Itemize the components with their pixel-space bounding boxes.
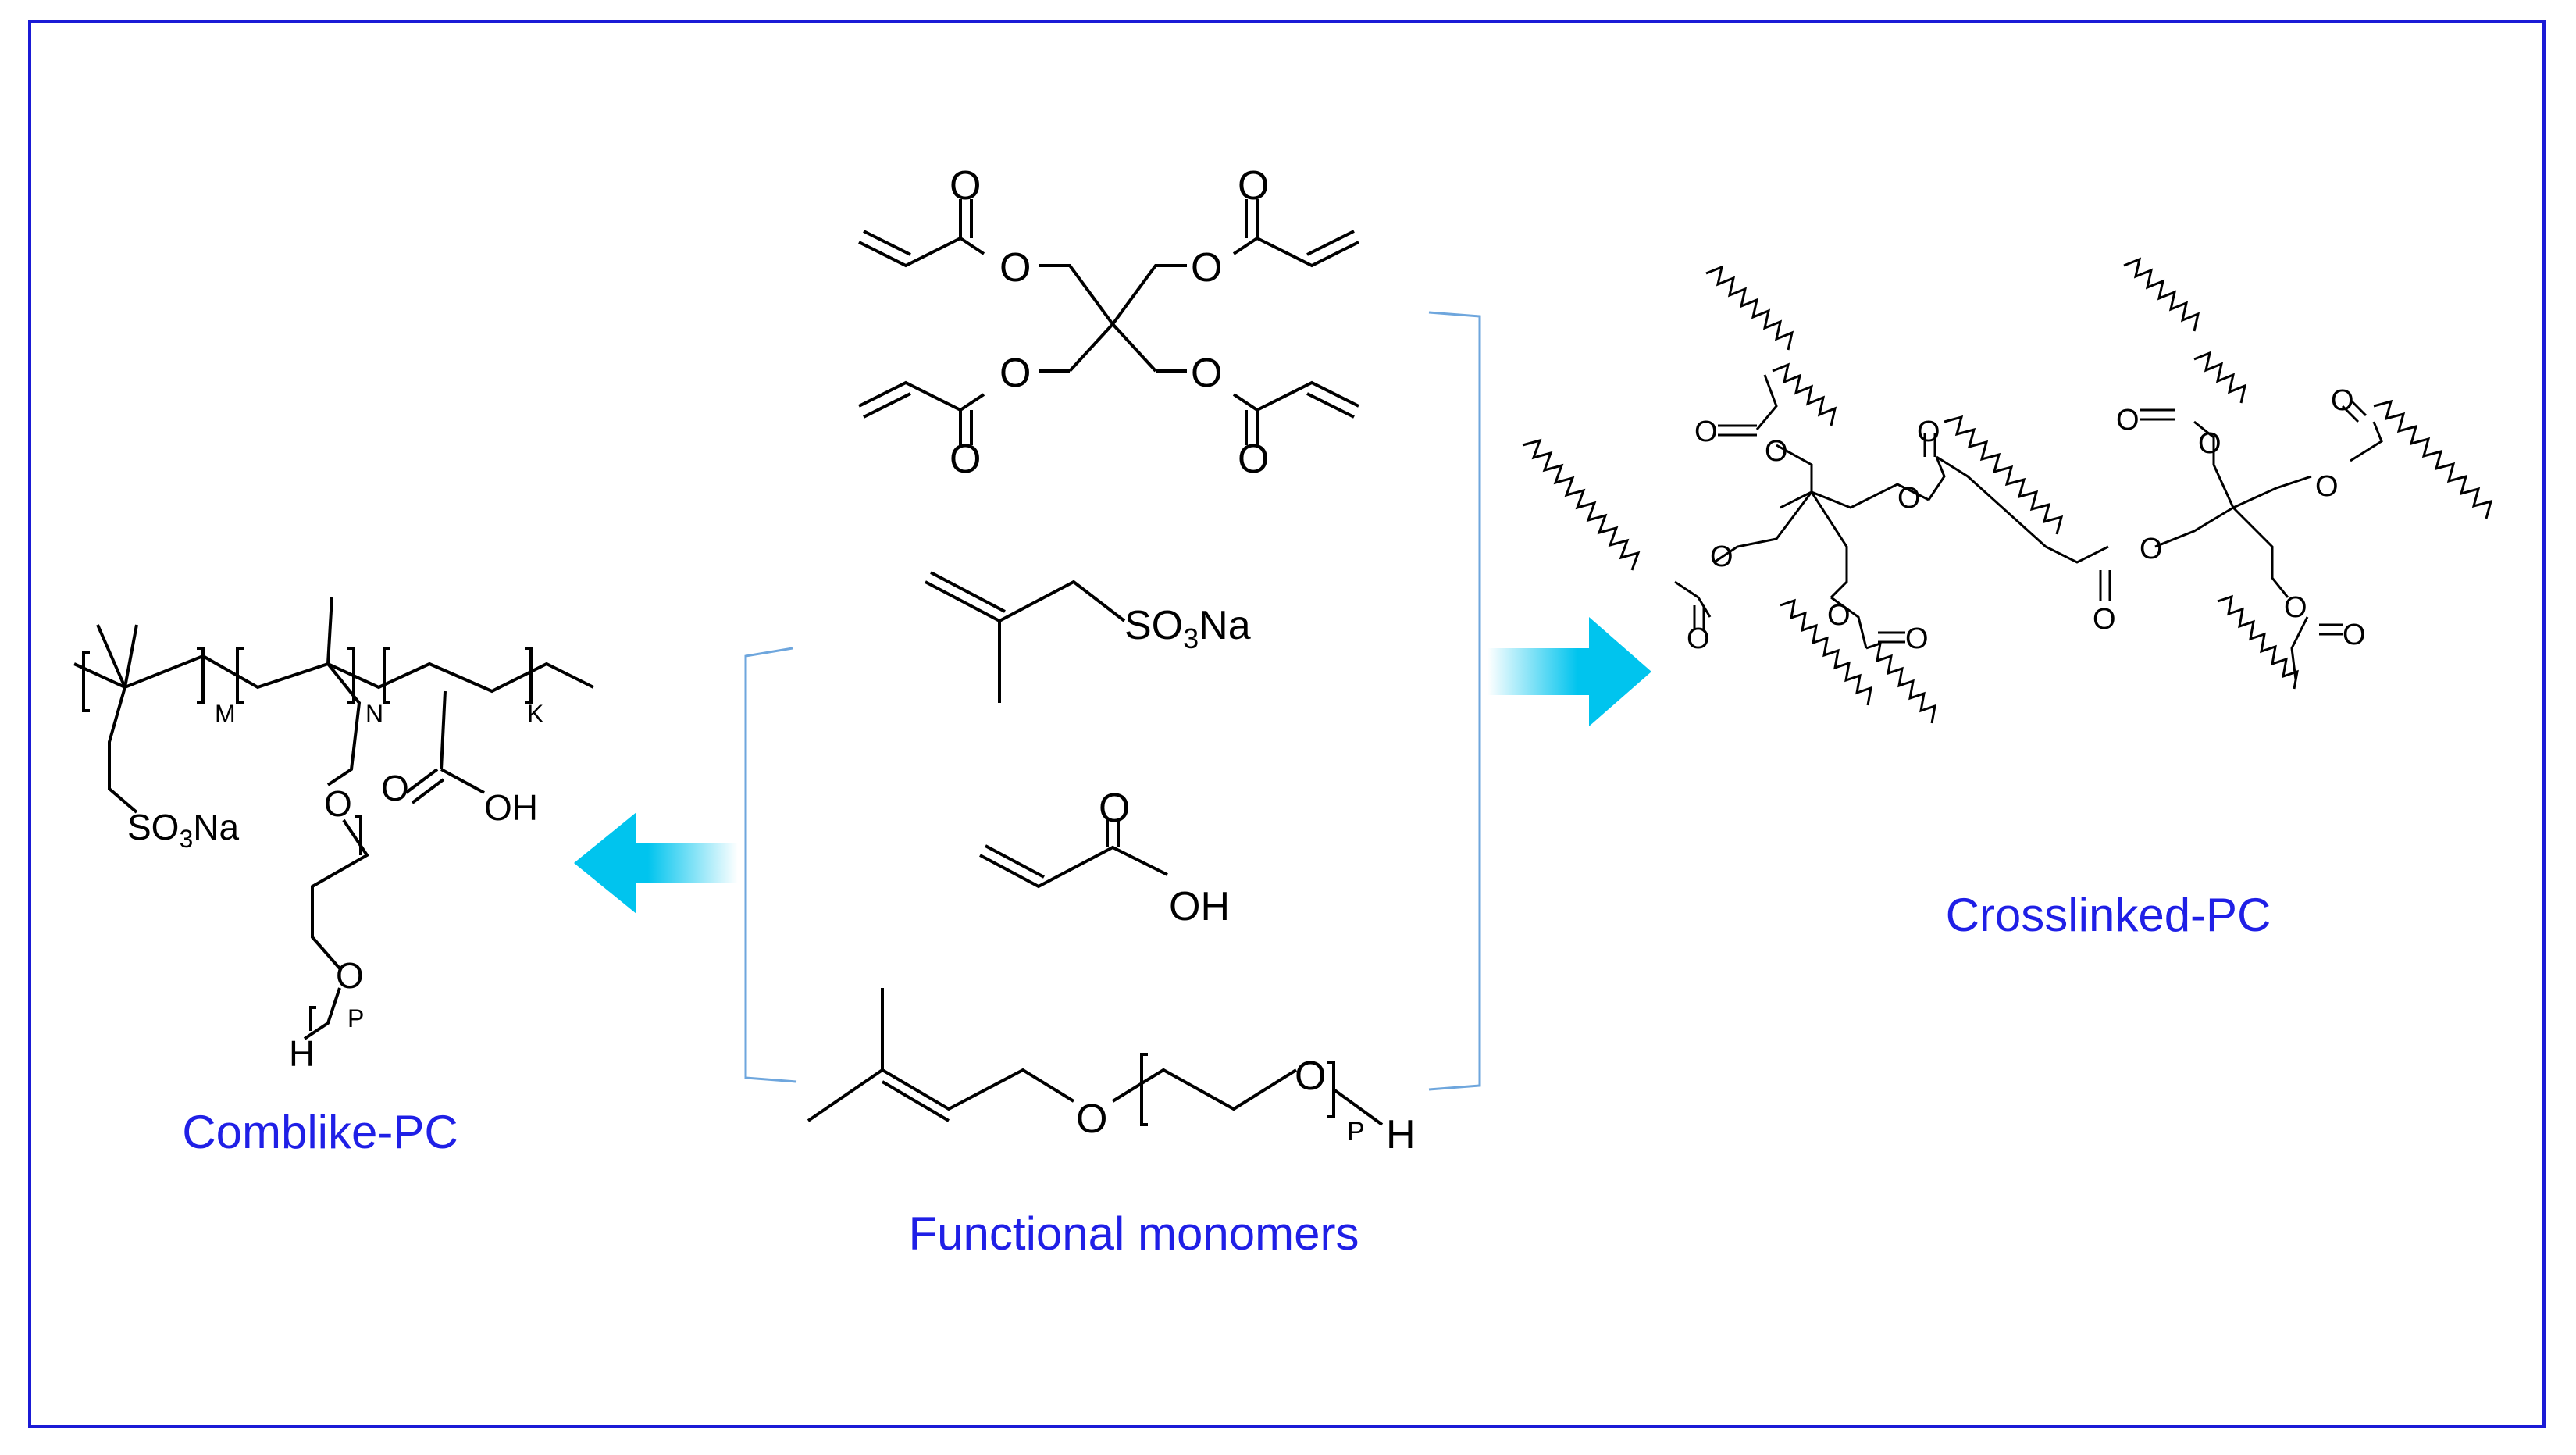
atom-o: O: [999, 351, 1031, 396]
crosslinked-pc-structure: [1674, 374, 2383, 680]
atom-h: H: [289, 1033, 315, 1074]
atom-o: O: [950, 437, 981, 482]
atom-o: O: [1687, 622, 1710, 655]
atom-o: O: [1765, 435, 1788, 468]
atom-o: O: [2198, 427, 2221, 460]
prenyl-peg-atoms: O O P H: [1076, 1054, 1416, 1157]
atom-o: O: [1710, 540, 1733, 573]
repeat-m: M: [215, 700, 236, 728]
atom-o: O: [999, 245, 1031, 291]
monomer-bracket-left: [744, 647, 797, 1083]
polymer-chains: [1522, 257, 2493, 724]
atom-o: O: [1076, 1097, 1107, 1142]
atom-o: O: [1897, 482, 1921, 515]
atom-o: O: [2315, 470, 2339, 503]
monomer-bracket-right: [1428, 311, 1481, 1091]
comblike-pc-atoms: M N K SO3Na O O OH O P H: [127, 700, 543, 1074]
atom-o: O: [1191, 245, 1222, 291]
acrylic-acid-atoms: O OH: [1099, 786, 1230, 929]
methallyl-sulfonate-molecule: [925, 571, 1126, 703]
atom-o: O: [2343, 619, 2366, 651]
repeat-p: P: [1347, 1117, 1365, 1147]
repeat-p: P: [347, 1004, 364, 1032]
comblike-pc-structure: [73, 597, 594, 1040]
atom-o: O: [336, 955, 364, 996]
atom-o: O: [1295, 1054, 1326, 1099]
atom-o: O: [2093, 603, 2116, 636]
atom-o: O: [2140, 533, 2163, 565]
comblike-pc-caption: Comblike-PC: [182, 1106, 458, 1158]
atom-oh: OH: [1169, 884, 1230, 929]
atom-o: O: [2331, 384, 2354, 417]
atom-o: O: [1905, 622, 1929, 655]
svg-text:SO3Na: SO3Na: [127, 807, 239, 853]
figure-border: [28, 20, 2546, 1428]
atom-o: O: [1191, 351, 1222, 396]
acrylic-acid-molecule: [979, 820, 1168, 889]
atom-o: O: [1099, 786, 1130, 831]
atom-o: O: [2284, 591, 2307, 624]
functional-monomers-caption: Functional monomers: [909, 1207, 1359, 1260]
atom-o: O: [950, 163, 981, 209]
repeat-k: K: [527, 700, 543, 728]
arrow-to-crosslinked: [1488, 617, 1651, 726]
atom-o: O: [2116, 404, 2140, 437]
prenyl-peg-molecule: [807, 988, 1384, 1126]
atom-o: O: [1694, 415, 1718, 448]
methallyl-sulfonate-group: SO3Na: [1124, 603, 1251, 654]
atom-o: O: [1238, 163, 1269, 209]
crosslinked-pc-caption: Crosslinked-PC: [1946, 889, 2271, 941]
atom-oh: OH: [484, 787, 538, 828]
tetraacrylate-molecule: [858, 199, 1359, 445]
atom-h: H: [1386, 1112, 1416, 1157]
repeat-n: N: [365, 700, 383, 728]
svg-text:SO3Na: SO3Na: [1124, 603, 1251, 654]
tetraacrylate-atoms: O O O O O O O O: [950, 163, 1269, 482]
atom-o: O: [1238, 437, 1269, 482]
crosslinked-pc-atoms: O O O O O O O O O O O O O O O O: [1687, 384, 2366, 655]
atom-o: O: [1917, 415, 1940, 448]
arrow-to-comblike: [574, 812, 738, 914]
atom-o: O: [1827, 599, 1851, 632]
atom-o: O: [381, 768, 409, 808]
atom-o: O: [324, 783, 352, 824]
